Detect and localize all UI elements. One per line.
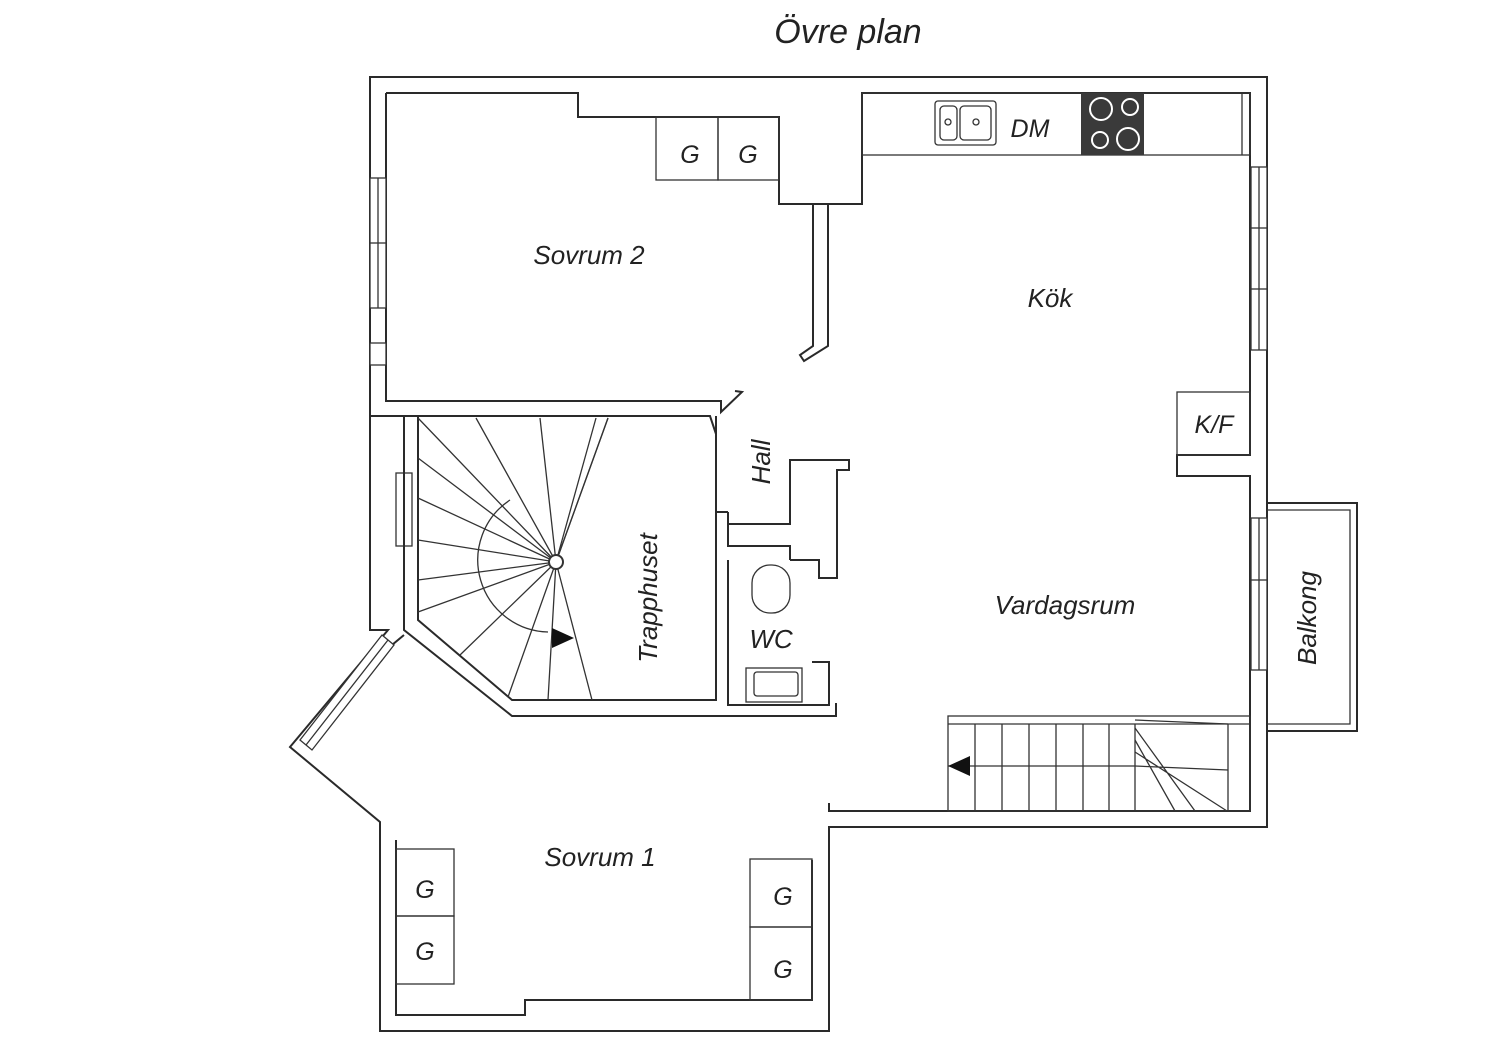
fridge-freezer: K/F xyxy=(1176,391,1251,456)
room-label-sovrum2: Sovrum 2 xyxy=(533,240,645,270)
room-label-wc: WC xyxy=(749,624,793,654)
hall-wc-walls xyxy=(716,459,850,706)
wardrobe-label: G xyxy=(773,883,792,911)
arrow-icon xyxy=(552,628,574,648)
plan-title: Övre plan xyxy=(774,13,921,51)
room-label-kok: Kök xyxy=(1028,283,1075,313)
balcony xyxy=(1267,502,1358,732)
lower-stairs xyxy=(947,715,1251,812)
stove-icon xyxy=(1081,93,1144,155)
dishwasher-label: DM xyxy=(1011,115,1050,143)
wardrobe-label: G xyxy=(773,956,792,984)
sink-icon xyxy=(934,100,997,146)
room-label-sovrum1: Sovrum 1 xyxy=(544,842,655,872)
wardrobes-top: G G xyxy=(655,116,780,181)
wardrobe-label: G xyxy=(415,876,434,904)
wardrobe-label: G xyxy=(415,938,434,966)
room-label-hall: Hall xyxy=(746,438,776,484)
toilet-icon xyxy=(751,564,791,614)
wardrobe-label: G xyxy=(680,141,699,169)
washbasin-icon xyxy=(745,667,803,703)
fridge-label: K/F xyxy=(1195,411,1236,439)
room-label-balkong: Balkong xyxy=(1292,570,1322,664)
wardrobe-label: G xyxy=(738,141,757,169)
stairwell xyxy=(403,416,837,717)
room-label-trapphuset: Trapphuset xyxy=(633,531,663,662)
room-label-vardagsrum: Vardagsrum xyxy=(995,590,1136,620)
arrow-icon xyxy=(948,756,970,776)
wardrobes-bottom: G G G G xyxy=(395,848,813,1001)
kitchen-counter: DM xyxy=(861,92,1251,156)
